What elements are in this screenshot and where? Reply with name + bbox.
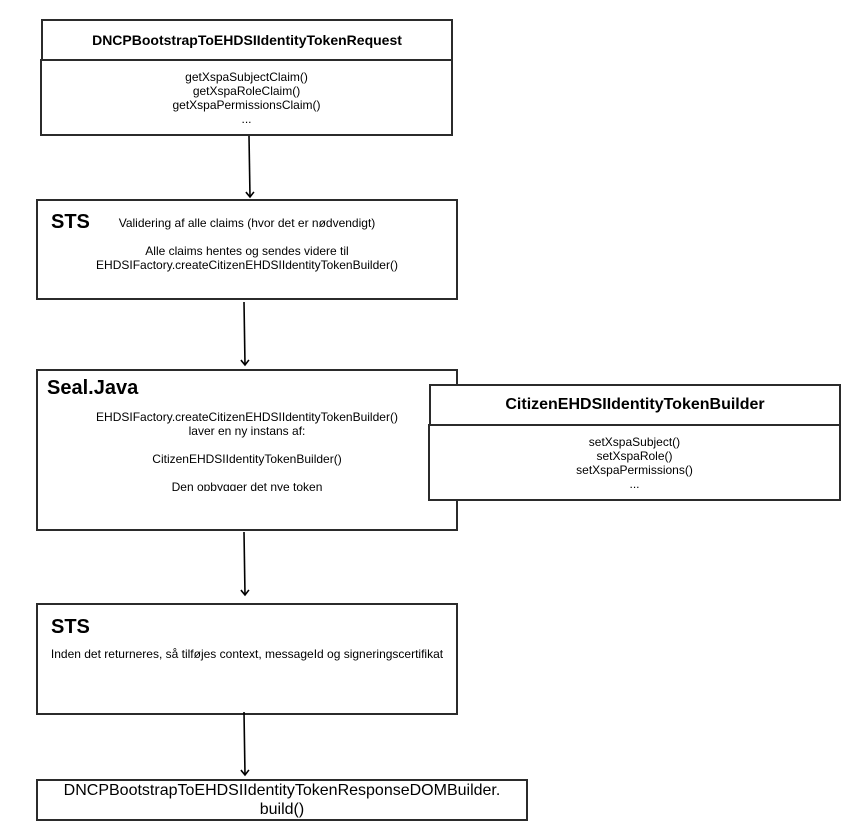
seal-builds-token-line: Den opbygger det nye token: [171, 480, 323, 491]
method-item: getXspaRoleClaim(): [192, 84, 301, 98]
sts-heading: STS: [51, 211, 90, 233]
sts-factory-call: EHDSIFactory.createCitizenEHDSIIdentityT…: [96, 258, 398, 272]
seal-builder-name: CitizenEHDSIIdentityTokenBuilder(): [152, 452, 342, 466]
request-class-methods: getXspaSubjectClaim() getXspaRoleClaim()…: [42, 70, 451, 126]
sts-validation-box: STS Validering af alle claims (hvor det …: [36, 199, 458, 300]
sts-validation-line: Validering af alle claims (hvor det er n…: [118, 216, 376, 230]
sts-forward-line: Alle claims hentes og sendes videre til: [145, 244, 349, 258]
response-builder-text: DNCPBootstrapToEHDSIIdentityTokenRespons…: [64, 781, 501, 819]
method-item: ...: [241, 112, 252, 126]
sts-return-box: STS Inden det returneres, så tilføjes co…: [36, 603, 458, 715]
response-builder-box: DNCPBootstrapToEHDSIIdentityTokenRespons…: [36, 779, 528, 821]
builder-class-methods: setXspaSubject() setXspaRole() setXspaPe…: [430, 435, 839, 491]
request-class-body: getXspaSubjectClaim() getXspaRoleClaim()…: [40, 59, 453, 136]
method-item: setXspaPermissions(): [576, 463, 693, 477]
seal-java-box: Seal.Java EHDSIFactory.createCitizenEHDS…: [36, 369, 458, 531]
sts-heading: STS: [51, 616, 90, 638]
method-item: ...: [629, 477, 640, 491]
sts-return-line: Inden det returneres, så tilføjes contex…: [50, 647, 444, 661]
method-item: setXspaRole(): [596, 449, 673, 463]
method-item: setXspaSubject(): [588, 435, 681, 449]
flow-arrow: [240, 531, 250, 597]
builder-class-title: CitizenEHDSIIdentityTokenBuilder: [505, 396, 765, 413]
request-class-title: DNCPBootstrapToEHDSIIdentityTokenRequest: [92, 32, 402, 48]
builder-class-body: setXspaSubject() setXspaRole() setXspaPe…: [428, 424, 841, 501]
sts-forward-text: Alle claims hentes og sendes videre til …: [38, 244, 456, 272]
flow-arrow: [240, 301, 250, 367]
builder-class-header: CitizenEHDSIIdentityTokenBuilder: [429, 384, 841, 426]
seal-java-heading: Seal.Java: [47, 377, 139, 399]
seal-java-text: EHDSIFactory.createCitizenEHDSIIdentityT…: [38, 410, 456, 491]
flow-arrow: [240, 711, 250, 777]
response-builder-class: DNCPBootstrapToEHDSIIdentityTokenRespons…: [63, 782, 501, 799]
method-item: getXspaPermissionsClaim(): [172, 98, 321, 112]
method-item: getXspaSubjectClaim(): [185, 70, 308, 84]
request-class-header: DNCPBootstrapToEHDSIIdentityTokenRequest: [41, 19, 453, 61]
seal-factory-call: EHDSIFactory.createCitizenEHDSIIdentityT…: [96, 410, 398, 424]
flow-arrow: [245, 135, 255, 199]
seal-new-instance-line: laver en ny instans af:: [188, 424, 306, 438]
response-build-call: build(): [259, 801, 305, 818]
